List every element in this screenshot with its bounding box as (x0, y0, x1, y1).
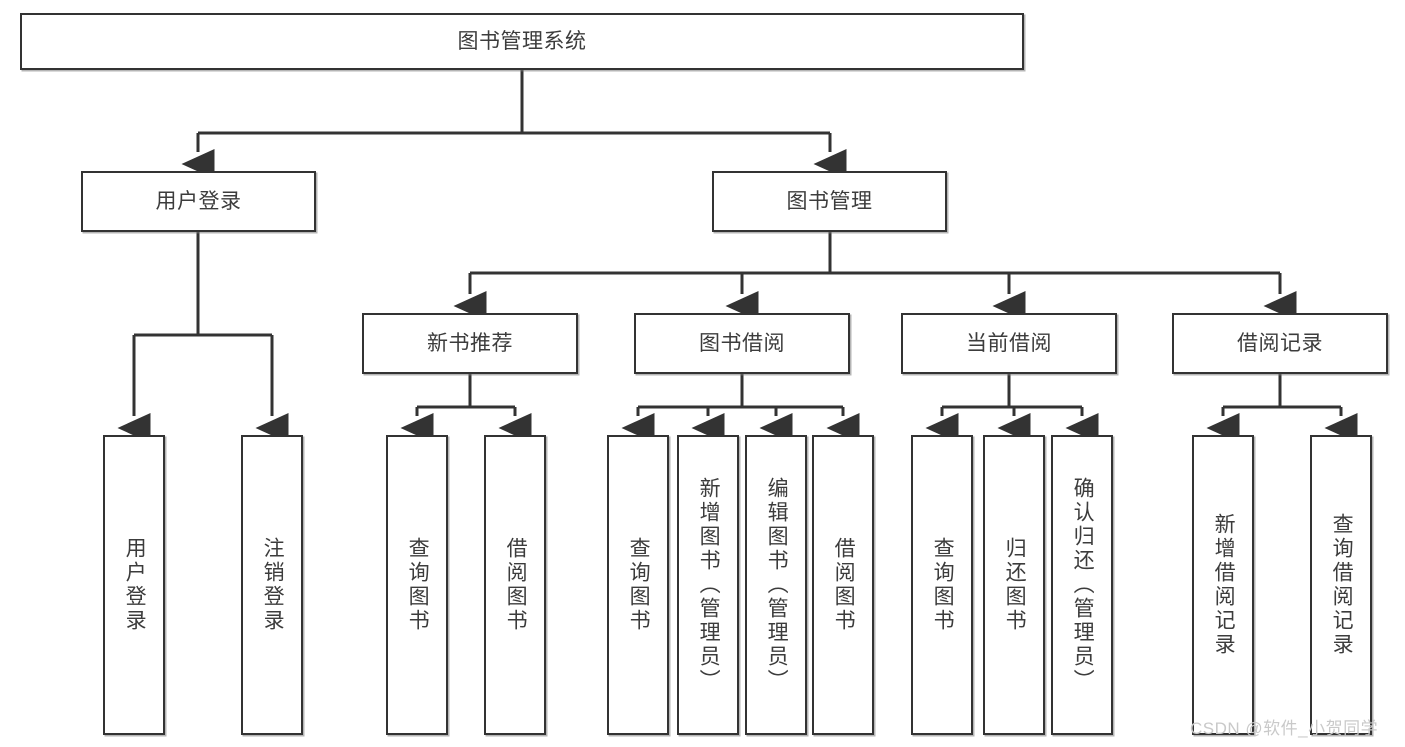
node-leaf-confirm-return-label: 确认归还（管理员） (1071, 477, 1095, 693)
node-current-borrow-label: 当前借阅 (966, 331, 1052, 355)
node-borrow-record-label: 借阅记录 (1237, 331, 1323, 355)
node-book-manage-label: 图书管理 (786, 189, 873, 213)
node-leaf-query-book-3[interactable]: 查询图书 (911, 435, 973, 735)
node-leaf-logout-login-label: 注销登录 (261, 537, 285, 633)
node-leaf-borrow-book-2[interactable]: 借阅图书 (812, 435, 874, 735)
node-leaf-confirm-return[interactable]: 确认归还（管理员） (1051, 435, 1113, 735)
node-leaf-add-borrow-record-label: 新增借阅记录 (1212, 513, 1236, 657)
node-leaf-query-book-3-label: 查询图书 (931, 537, 955, 633)
node-user-login[interactable]: 用户登录 (81, 171, 316, 232)
node-leaf-edit-book-label: 编辑图书（管理员） (765, 477, 789, 693)
node-leaf-add-borrow-record[interactable]: 新增借阅记录 (1192, 435, 1254, 735)
node-leaf-return-book-label: 归还图书 (1003, 537, 1027, 633)
node-leaf-add-book[interactable]: 新增图书（管理员） (677, 435, 739, 735)
node-leaf-logout-login[interactable]: 注销登录 (241, 435, 303, 735)
node-new-book-recommend[interactable]: 新书推荐 (362, 313, 578, 374)
node-leaf-query-book-1-label: 查询图书 (406, 537, 430, 633)
node-leaf-add-book-label: 新增图书（管理员） (697, 477, 721, 693)
node-leaf-query-borrow-record[interactable]: 查询借阅记录 (1310, 435, 1372, 735)
node-leaf-borrow-book-1[interactable]: 借阅图书 (484, 435, 546, 735)
node-new-book-recommend-label: 新书推荐 (427, 331, 513, 355)
node-leaf-return-book[interactable]: 归还图书 (983, 435, 1045, 735)
node-book-borrow-label: 图书借阅 (699, 331, 785, 355)
node-leaf-user-login-label: 用户登录 (123, 537, 147, 633)
node-book-manage[interactable]: 图书管理 (712, 171, 947, 232)
node-book-borrow[interactable]: 图书借阅 (634, 313, 850, 374)
node-leaf-edit-book[interactable]: 编辑图书（管理员） (745, 435, 807, 735)
node-leaf-borrow-book-2-label: 借阅图书 (832, 537, 856, 633)
node-root[interactable]: 图书管理系统 (20, 13, 1024, 70)
node-leaf-query-book-2[interactable]: 查询图书 (607, 435, 669, 735)
node-borrow-record[interactable]: 借阅记录 (1172, 313, 1388, 374)
csdn-watermark: CSDN @软件_小贺同学 (1190, 719, 1379, 738)
node-leaf-query-book-1[interactable]: 查询图书 (386, 435, 448, 735)
node-root-label: 图书管理系统 (457, 29, 587, 53)
node-leaf-user-login[interactable]: 用户登录 (103, 435, 165, 735)
node-leaf-query-borrow-record-label: 查询借阅记录 (1330, 513, 1354, 657)
node-leaf-borrow-book-1-label: 借阅图书 (504, 537, 528, 633)
node-leaf-query-book-2-label: 查询图书 (627, 537, 651, 633)
node-current-borrow[interactable]: 当前借阅 (901, 313, 1117, 374)
node-user-login-label: 用户登录 (155, 189, 242, 213)
